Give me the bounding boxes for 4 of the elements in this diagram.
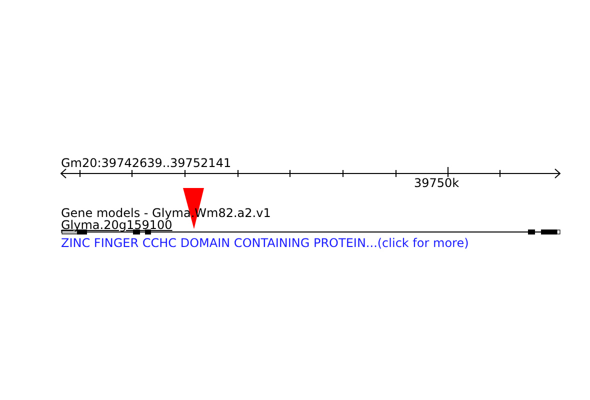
tick-label: 39750k xyxy=(414,176,460,190)
gene-description-link: ZINC FINGER CCHC DOMAIN CONTAINING PROTEIN...(click for more) xyxy=(61,236,469,250)
gene-name: Glyma.20g159100 xyxy=(61,218,172,232)
region-label: Gm20:39742639..39752141 xyxy=(61,156,232,170)
